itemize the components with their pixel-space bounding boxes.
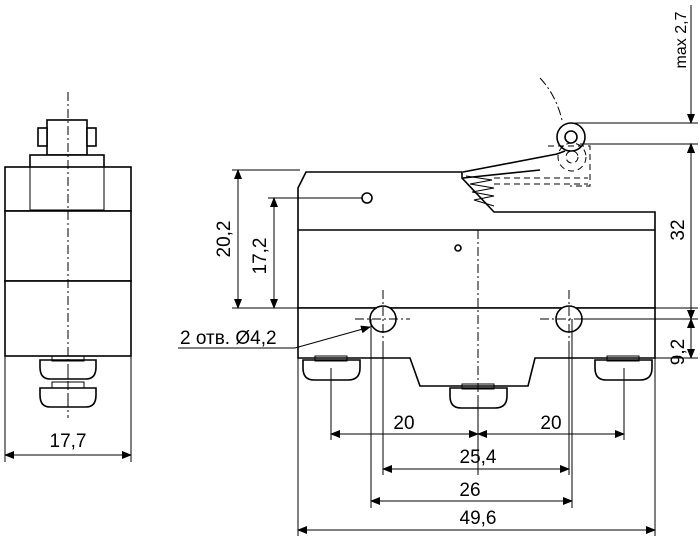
dim-side-width: 17,7 xyxy=(50,431,87,452)
dim-lever-height: 32 xyxy=(668,219,689,240)
dim-max-travel: max 2,7 xyxy=(673,11,690,68)
front-view xyxy=(297,77,656,420)
dim-pin-right: 20 xyxy=(540,413,561,434)
lever-spring xyxy=(465,175,495,207)
dim-hole-height: 9,2 xyxy=(668,339,689,365)
lever-arm xyxy=(462,150,566,173)
roller-dashed xyxy=(557,142,587,172)
side-plunger-pin xyxy=(37,127,48,147)
side-plunger-cap xyxy=(46,119,88,156)
dim-height-hole: 17,2 xyxy=(250,238,271,275)
dimensions: 20,2 17,2 2 отв. Ø4,2 20 20 25,4 26 49,6 xyxy=(178,5,698,536)
dim-holes-label: 2 отв. Ø4,2 xyxy=(180,328,277,349)
side-view: 17,7 xyxy=(4,92,132,462)
dim-body-length: 49,6 xyxy=(460,508,497,529)
dim-hole-span: 26 xyxy=(459,480,480,501)
dim-pin-left: 20 xyxy=(393,413,414,434)
pivot-dot xyxy=(454,244,462,252)
dim-height-total: 20,2 xyxy=(214,221,235,258)
pivot-small-hole xyxy=(361,192,373,204)
lever-travel-arc xyxy=(539,77,563,121)
dim-pin-span: 25,4 xyxy=(460,447,497,468)
side-spring-housing-front xyxy=(29,154,105,211)
roller-inner xyxy=(564,130,578,144)
side-plunger-pin-right xyxy=(86,127,97,147)
